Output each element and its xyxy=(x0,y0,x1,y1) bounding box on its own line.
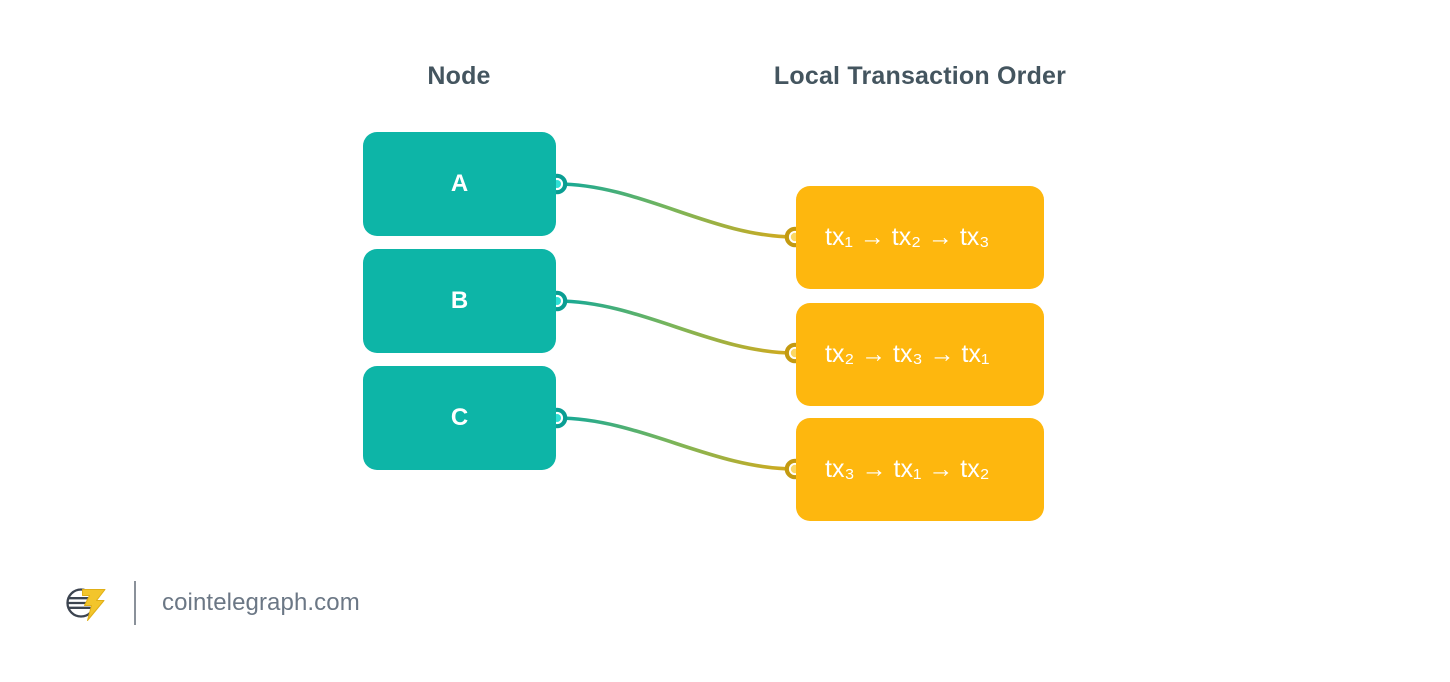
cointelegraph-logo-icon xyxy=(66,588,106,621)
footer-site-label: cointelegraph.com xyxy=(162,589,360,616)
order-label-a: tx₁ → tx₂ → tx₃ xyxy=(825,223,990,251)
node-label-a: A xyxy=(450,170,469,197)
column-header-local-transaction-order: Local Transaction Order xyxy=(773,62,1067,90)
footer-divider xyxy=(134,581,136,625)
order-label-b: tx₂ → tx₃ → tx₁ xyxy=(825,340,990,368)
node-label-c: C xyxy=(450,404,469,431)
node-box-a[interactable]: A xyxy=(363,132,556,236)
column-header-node: Node xyxy=(427,62,491,90)
connector-b xyxy=(555,299,797,355)
node-box-c[interactable]: C xyxy=(363,366,556,470)
connector-a xyxy=(555,182,797,239)
node-label-b: B xyxy=(450,287,469,314)
order-box-b[interactable]: tx₂ → tx₃ → tx₁ xyxy=(796,303,1044,406)
node-box-b[interactable]: B xyxy=(363,249,556,353)
footer: cointelegraph.com xyxy=(56,572,360,634)
order-box-a[interactable]: tx₁ → tx₂ → tx₃ xyxy=(796,186,1044,289)
connector-c xyxy=(555,416,797,471)
order-box-c[interactable]: tx₃ → tx₁ → tx₂ xyxy=(796,418,1044,521)
order-label-c: tx₃ → tx₁ → tx₂ xyxy=(825,455,990,483)
